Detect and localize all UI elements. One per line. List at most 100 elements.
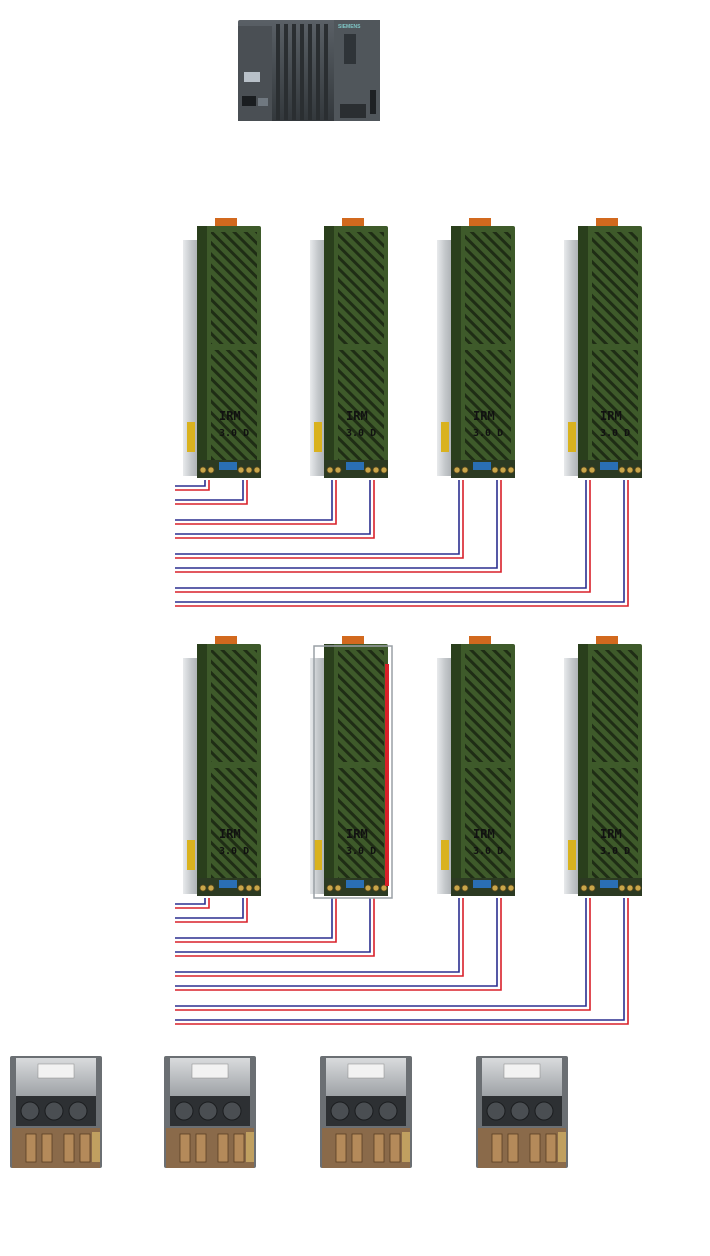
top-terminal [469, 636, 491, 646]
module-side [578, 226, 588, 476]
wire-blue [175, 480, 244, 501]
wire-pair [175, 480, 210, 491]
wire-red [175, 480, 629, 607]
wire-red [175, 898, 629, 1025]
wire-blue [175, 480, 625, 603]
module-label-top: IRM [219, 409, 241, 423]
unit-nameplate [503, 1063, 541, 1079]
unit-nameplate [191, 1063, 229, 1079]
fan-icon [20, 1101, 40, 1121]
plc-brand: SIEMENS [338, 24, 361, 30]
fan-icon [174, 1101, 194, 1121]
screw-terminal [364, 466, 372, 474]
screw-terminal [626, 466, 634, 474]
busbar-terminal [529, 1133, 541, 1163]
vent-lower [211, 350, 257, 462]
screw-terminal [199, 884, 207, 892]
screw-terminal [372, 466, 380, 474]
screw-terminal [461, 884, 469, 892]
wire-red [175, 480, 464, 559]
wire-blue [175, 480, 206, 487]
plc-controller: SIEMENS [238, 20, 380, 121]
module-label-top: IRM [346, 409, 368, 423]
busbar-terminal [335, 1133, 347, 1163]
module-label-top: IRM [473, 409, 495, 423]
wire-red [175, 898, 502, 991]
heatsink [564, 240, 580, 476]
vent-upper [338, 232, 384, 344]
wire-red [175, 480, 248, 505]
module-side [324, 226, 334, 476]
unit-nameplate [347, 1063, 385, 1079]
wire-pair [175, 480, 375, 539]
screw-terminal [364, 884, 372, 892]
terminal-block [346, 880, 364, 888]
vent-upper [465, 232, 511, 344]
screw-terminal [507, 466, 515, 474]
power-supply-module: IRM 3.0 D [183, 218, 261, 478]
module-label-bottom: 3.0 D [346, 428, 376, 439]
heatsink [437, 658, 453, 894]
screw-terminal [380, 884, 388, 892]
screw-terminal [499, 466, 507, 474]
busbar-terminal [491, 1133, 503, 1163]
wire-red [175, 480, 210, 491]
busbar-terminal [389, 1133, 401, 1163]
screw-terminal [326, 884, 334, 892]
vent-lower [338, 350, 384, 462]
screw-terminal [634, 466, 642, 474]
top-terminal [342, 218, 364, 228]
vent-lower [592, 350, 638, 462]
terminal-block [346, 462, 364, 470]
heatsink [183, 658, 199, 894]
fan-icon [68, 1101, 88, 1121]
screw-terminal [491, 884, 499, 892]
terminal-block [600, 880, 618, 888]
wire-pair [175, 480, 591, 593]
module-label-top: IRM [600, 827, 622, 841]
power-supply-module: IRM 3.0 D [310, 218, 388, 478]
screw-terminal [491, 466, 499, 474]
terminal-block [219, 880, 237, 888]
fan-icon [330, 1101, 350, 1121]
fan-icon [354, 1101, 374, 1121]
wire-blue [175, 898, 625, 1021]
wiring-harness [175, 480, 629, 1025]
module-label-bottom: 3.0 D [473, 846, 503, 857]
wire-pair [175, 480, 464, 559]
heatsink [183, 240, 199, 476]
busbar-terminal [351, 1133, 363, 1163]
wire-pair [175, 898, 375, 957]
fan-icon [510, 1101, 530, 1121]
screw-terminal [461, 466, 469, 474]
busbar-terminal [545, 1133, 557, 1163]
thyristor-power-controller [164, 1056, 256, 1168]
wire-pair [175, 898, 210, 909]
wire-red [175, 898, 375, 957]
highlight-bar [385, 664, 389, 886]
fan-icon [222, 1101, 242, 1121]
module-label-bottom: 3.0 D [600, 428, 630, 439]
terminal-block [600, 462, 618, 470]
wire-blue [175, 898, 498, 987]
module-label-bottom: 3.0 D [219, 428, 249, 439]
module-label-bottom: 3.0 D [346, 846, 376, 857]
warning-tag [187, 422, 195, 452]
warning-tag [568, 840, 576, 870]
wire-pair [175, 898, 464, 977]
vent-upper [338, 650, 384, 762]
thyristor-units [10, 1056, 568, 1168]
vent-lower [465, 768, 511, 880]
heatsink [564, 658, 580, 894]
wire-blue [175, 898, 587, 1007]
wire-blue [175, 898, 371, 953]
side-connector [92, 1132, 100, 1162]
screw-terminal [372, 884, 380, 892]
heatsink [437, 240, 453, 476]
screw-terminal [253, 884, 261, 892]
thyristor-power-controller [476, 1056, 568, 1168]
busbar-terminal [507, 1133, 519, 1163]
